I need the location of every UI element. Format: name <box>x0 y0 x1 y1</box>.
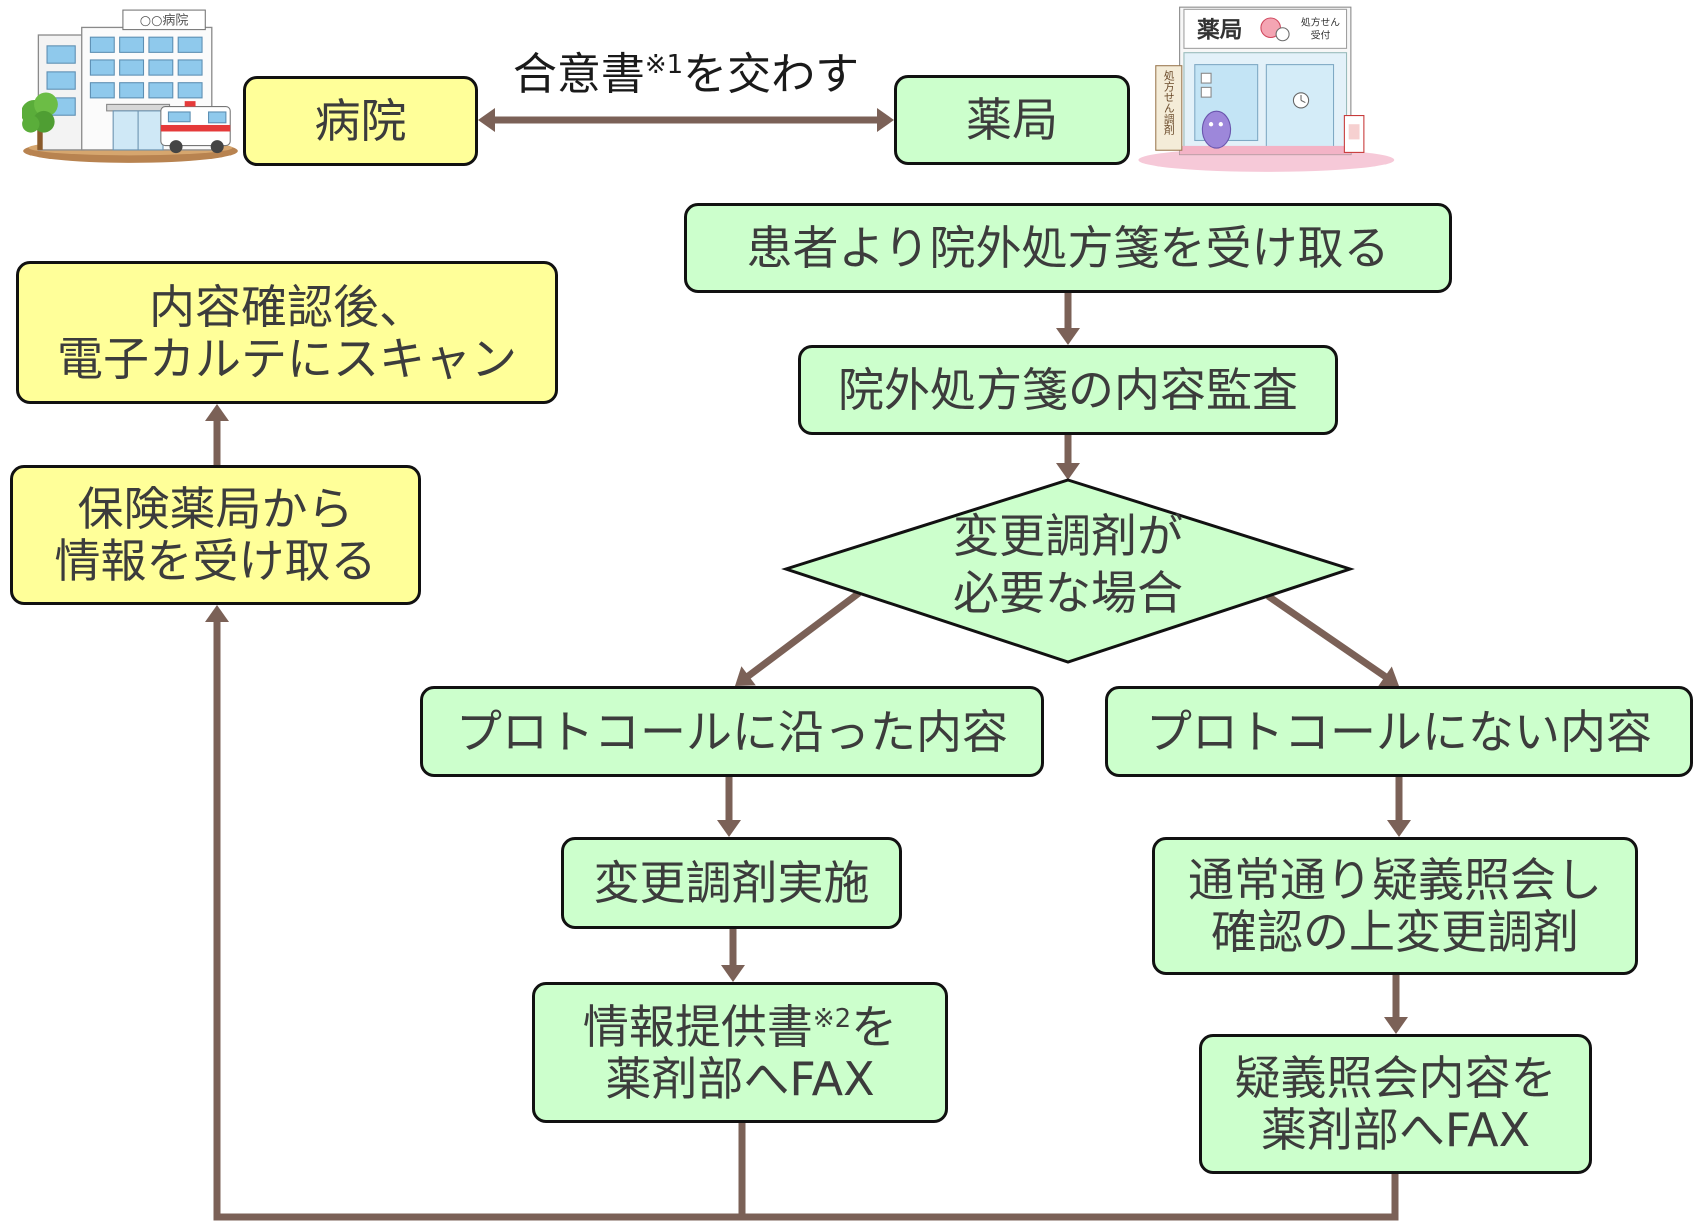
info-report-text: 情報提供書 <box>582 999 813 1054</box>
audit-text: 院外処方箋の内容監査 <box>838 363 1298 417</box>
pharmacy-box: 薬局 <box>894 75 1130 165</box>
mascot-icon <box>1201 110 1232 149</box>
inquiry-report-box: 疑義照会内容を 薬剤部へFAX <box>1199 1034 1592 1174</box>
arrow-return-to-receive-info <box>205 605 1399 1221</box>
arrow-hospital-pharmacy-agreement <box>478 108 894 132</box>
arrowhead-icon <box>1387 820 1411 837</box>
scan-box: 内容確認後、 電子カルテにスキャン <box>16 261 558 404</box>
agreement-note-mark: ※1 <box>644 50 684 80</box>
hospital-label: 病院 <box>314 94 407 148</box>
info-report-line-1: 情報提供書※2を <box>583 1001 897 1053</box>
prescription-logo-icon <box>1260 17 1290 42</box>
arrow-decision-to-protocol <box>735 590 862 686</box>
hospital-sign <box>122 9 206 31</box>
arrow-decision-to-non-protocol <box>1266 593 1399 687</box>
non-protocol-branch-box: プロトコールにない内容 <box>1105 686 1693 777</box>
arrow-implement-to-info-report <box>721 929 745 982</box>
protocol-branch-box: プロトコールに沿った内容 <box>420 686 1044 777</box>
hospital-canopy <box>106 103 171 112</box>
receive-prescription-box: 患者より院外処方箋を受け取る <box>684 203 1452 293</box>
hospital-box: 病院 <box>243 76 478 166</box>
decision-line-1: 変更調剤が <box>953 509 1183 563</box>
agreement-text: 合意書 <box>512 49 645 100</box>
audit-box: 院外処方箋の内容監査 <box>798 345 1338 435</box>
inquiry-report-line-2: 薬剤部へFAX <box>1260 1103 1531 1157</box>
pharmacy-stand-sign <box>1343 115 1365 153</box>
arrow-return-to-receive-info-line <box>213 620 1399 1221</box>
arrow-receive-info-to-scan <box>205 404 229 465</box>
arrow-inquiry-to-inquiry-report <box>1384 975 1408 1034</box>
decision-text: 変更調剤が 必要な場合 <box>918 508 1218 622</box>
pharmacy-label: 薬局 <box>966 93 1058 147</box>
arrowhead-icon <box>717 820 741 837</box>
info-report-note-mark: ※2 <box>812 1003 852 1034</box>
scan-line-1: 内容確認後、 <box>149 279 425 334</box>
arrowhead-icon <box>735 666 756 686</box>
decision-diamond <box>781 478 1355 664</box>
hospital-window <box>46 45 76 64</box>
hospital-window <box>46 71 76 90</box>
arrow-receive-to-audit <box>1056 293 1080 345</box>
receive-info-line-1: 保険薬局から <box>77 482 354 536</box>
arrowhead-icon <box>1056 328 1080 345</box>
protocol-branch-text: プロトコールに沿った内容 <box>456 704 1008 759</box>
receive-info-box: 保険薬局から 情報を受け取る <box>10 465 421 605</box>
inquiry-report-line-1: 疑義照会内容を <box>1234 1051 1557 1105</box>
scan-line-2: 電子カルテにスキャン <box>57 331 517 386</box>
hospital-sign-text: ○○病院 <box>140 14 189 29</box>
tree-icon <box>22 92 58 150</box>
inquiry-line-1: 通常通り疑義照会し <box>1188 853 1602 907</box>
arrowhead-icon <box>1056 463 1080 480</box>
hospital-window-grid <box>89 36 203 99</box>
pharmacy-badge-line-1: 処方せん <box>1301 16 1340 29</box>
info-report-box: 情報提供書※2を 薬剤部へFAX <box>532 982 948 1123</box>
hospital-illustration: ○○病院 <box>22 9 238 163</box>
arrow-protocol-to-implement <box>717 777 741 837</box>
implement-change-text: 変更調剤実施 <box>593 856 870 910</box>
clock-icon <box>1292 92 1310 109</box>
agreement-text-after: を交わす <box>683 49 860 100</box>
receive-prescription-text: 患者より院外処方箋を受け取る <box>746 221 1390 275</box>
agreement-label: 合意書※1を交わす <box>478 46 894 104</box>
arrow-decision-to-non-protocol-line <box>1266 593 1389 681</box>
pharmacy-badge-line-2: 受付 <box>1311 30 1331 42</box>
inquiry-line-2: 確認の上変更調剤 <box>1211 905 1579 959</box>
implement-change-box: 変更調剤実施 <box>561 837 902 929</box>
arrowhead-icon <box>478 108 495 132</box>
pharmacy-vertical-sign-text: 処方せん調剤 <box>1162 70 1175 136</box>
arrowhead-icon <box>1378 666 1399 687</box>
arrow-non-protocol-to-inquiry <box>1387 777 1411 837</box>
arrowhead-icon <box>1384 1017 1408 1034</box>
receive-info-line-2: 情報を受け取る <box>54 534 377 588</box>
pharmacy-vertical-sign <box>1155 65 1183 151</box>
arrowhead-icon <box>721 965 745 982</box>
ambulance-icon <box>160 101 231 154</box>
non-protocol-branch-text: プロトコールにない内容 <box>1146 704 1652 759</box>
inquiry-box: 通常通り疑義照会し 確認の上変更調剤 <box>1152 837 1638 975</box>
info-report-text-after: を <box>851 999 898 1054</box>
connector-group <box>205 108 1411 1221</box>
pharmacy-floor <box>1179 145 1351 155</box>
arrow-decision-to-protocol-line <box>744 590 862 680</box>
decision-line-2: 必要な場合 <box>953 566 1183 620</box>
arrowhead-icon <box>205 404 229 421</box>
arrowhead-icon <box>205 605 229 622</box>
arrow-audit-to-decision <box>1056 435 1080 480</box>
info-report-line-2: 薬剤部へFAX <box>605 1051 875 1106</box>
pharmacy-sign-text: 薬局 <box>1197 18 1243 44</box>
pharmacy-illustration: 薬局 処方せん 受付 処方せん調剤 <box>1138 6 1395 172</box>
arrowhead-icon <box>877 108 894 132</box>
